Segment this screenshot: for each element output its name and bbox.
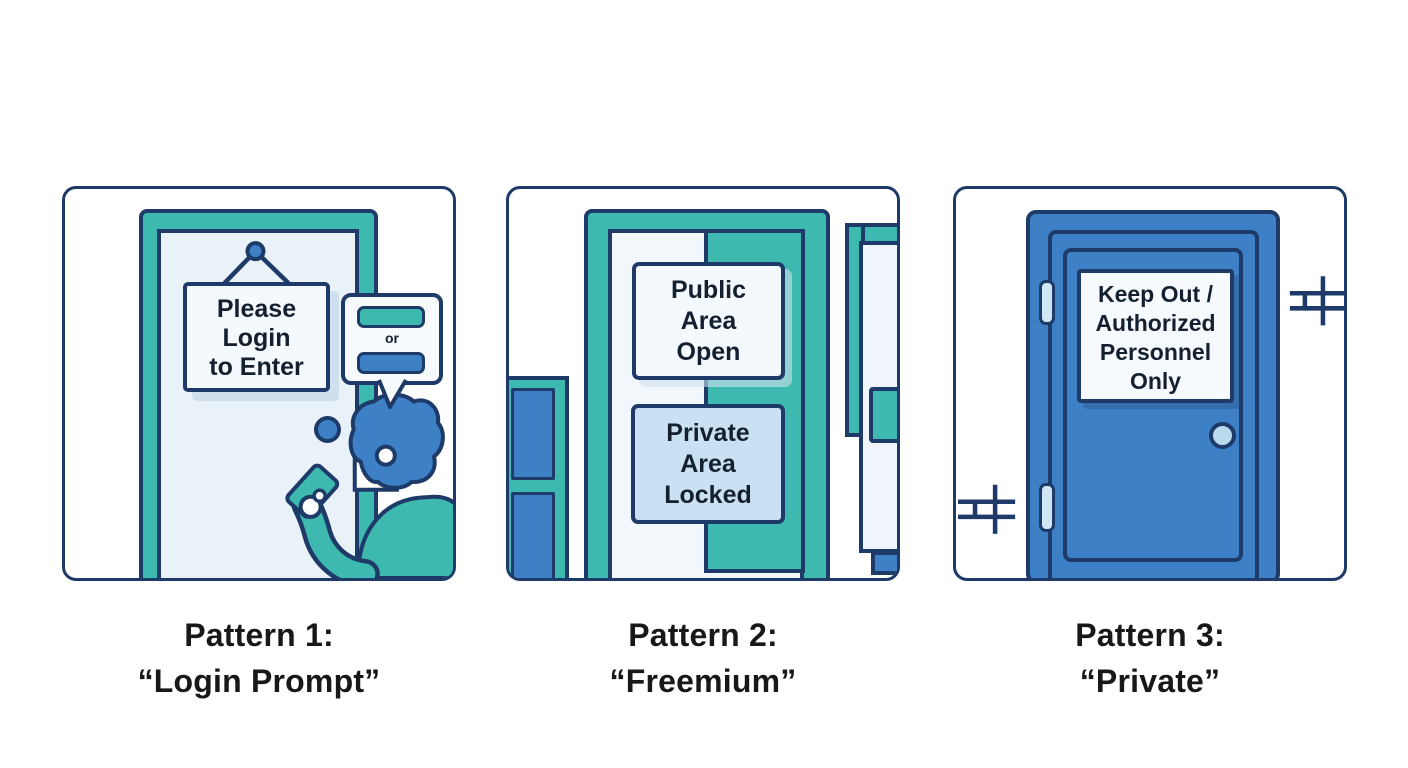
door-hinge bbox=[1039, 483, 1055, 532]
side-door-plate bbox=[869, 387, 897, 443]
left-wall-blue-panel bbox=[511, 492, 555, 578]
login-door-sign: Please Login to Enter bbox=[183, 282, 330, 392]
panel-freemium: Public Area Open Private Area Locked bbox=[506, 186, 900, 581]
sign-hanger bbox=[222, 241, 291, 285]
caption-pattern-1: Pattern 1: “Login Prompt” bbox=[137, 617, 381, 699]
panel-login-prompt: Please Login to Enter or bbox=[62, 186, 456, 581]
login-option-bar-top bbox=[357, 306, 425, 328]
sign-hook-dot bbox=[245, 241, 266, 262]
person-thumb bbox=[312, 488, 327, 504]
person-body bbox=[356, 494, 453, 578]
caption-pattern-2: Pattern 2: “Freemium” bbox=[609, 617, 797, 699]
login-speech-bubble: or bbox=[341, 293, 443, 385]
keep-out-sign: Keep Out / Authorized Personnel Only bbox=[1077, 269, 1234, 403]
side-door-stop bbox=[871, 551, 897, 575]
panel-private: Keep Out / Authorized Personnel Only bbox=[953, 186, 1347, 581]
left-wall-blue-panel bbox=[511, 388, 555, 480]
speech-bubble-tail bbox=[377, 378, 408, 409]
door-knob bbox=[314, 416, 341, 443]
person-hair bbox=[348, 392, 445, 490]
person-with-phone bbox=[285, 392, 453, 578]
wall-joint-mark-left bbox=[958, 484, 1016, 534]
door-hinge bbox=[1039, 280, 1055, 325]
wall-joint-marks bbox=[958, 276, 1344, 534]
hair-curl bbox=[374, 444, 397, 467]
or-label: or bbox=[385, 330, 399, 346]
private-area-sign: Private Area Locked bbox=[631, 404, 785, 524]
public-area-sign: Public Area Open bbox=[632, 262, 785, 380]
door-knob bbox=[1209, 422, 1236, 449]
wall-joint-mark-right bbox=[1289, 276, 1344, 326]
login-option-bar-bottom bbox=[357, 352, 425, 374]
caption-pattern-3: Pattern 3: “Private” bbox=[1075, 617, 1225, 699]
